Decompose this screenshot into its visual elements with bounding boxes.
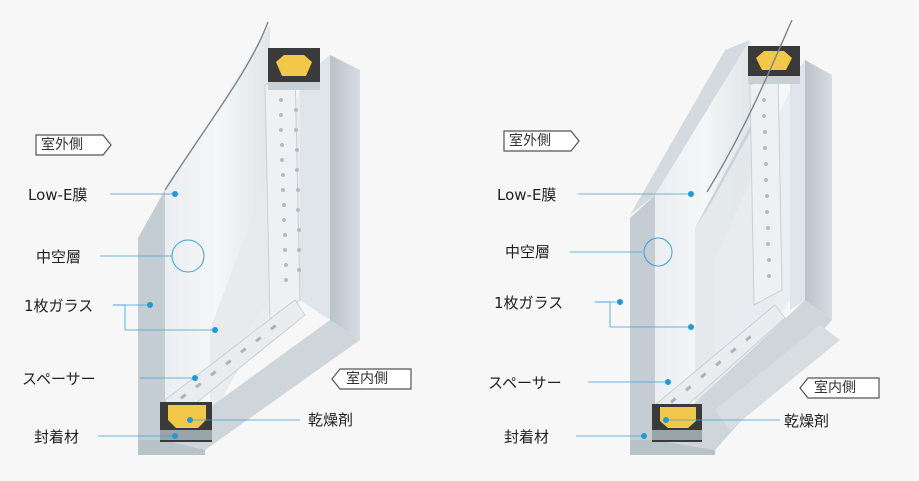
low-e-curve — [706, 19, 793, 193]
outdoor-side-text: 室外側 — [509, 133, 551, 149]
leader-dots-left — [147, 191, 218, 439]
leader-lines-left — [98, 193, 300, 437]
leader-dots-right — [617, 191, 694, 439]
bottom-inner-edge — [715, 325, 840, 430]
label-low-e: Low-E膜 — [497, 186, 557, 204]
top-spacer-band — [268, 82, 320, 90]
outdoor-side-tag: 室外側 — [503, 130, 580, 152]
indoor-side-text: 室内側 — [814, 380, 856, 396]
bottom-front-edge — [138, 440, 205, 455]
bottom-desiccant — [660, 407, 696, 428]
bottom-front-edge — [630, 440, 715, 455]
spacer-holes-bottom — [670, 335, 752, 404]
bottom-glass-edge — [165, 320, 360, 450]
back-glass-pane — [300, 55, 330, 320]
spacer-holes-vertical — [762, 98, 771, 278]
label-sealant: 封着材 — [34, 428, 80, 446]
indoor-side-tag: 室内側 — [798, 377, 880, 399]
air-layer-circle — [643, 237, 673, 267]
indoor-side-text: 室内側 — [346, 371, 388, 387]
back-glass-edge — [805, 60, 832, 320]
label-sealant: 封着材 — [504, 428, 550, 446]
label-low-e: Low-E膜 — [28, 186, 88, 204]
label-air-layer: 中空層 — [36, 248, 82, 266]
outer-glass-edge — [630, 195, 655, 440]
glass-unit-illustration-left — [98, 21, 360, 455]
top-spacer-band — [748, 76, 800, 84]
bottom-seal-strip — [160, 430, 212, 440]
bottom-seal-strip — [652, 430, 702, 440]
spacer-vertical — [749, 71, 783, 306]
back-glass-edge — [330, 55, 360, 340]
glass-unit-illustration-right — [570, 19, 840, 455]
low-e-curve — [164, 21, 269, 191]
outer-glass-edge — [138, 190, 165, 440]
label-air-layer: 中空層 — [505, 243, 551, 261]
label-single-glass: 1枚ガラス — [24, 297, 94, 315]
spacer-vertical — [264, 69, 301, 321]
bottom-desiccant — [168, 405, 206, 428]
outdoor-side-tag: 室外側 — [35, 134, 112, 156]
label-desiccant: 乾燥剤 — [308, 411, 354, 429]
air-layer-circle — [171, 239, 205, 273]
outer-glass-pane — [165, 25, 270, 440]
indoor-side-tag: 室内側 — [330, 368, 412, 390]
label-spacer: スペーサー — [488, 374, 562, 392]
double-glazing-diagram-right: 室外側 室内側 Low-E膜 中空層 1枚ガラス スペーサー 封着材 乾燥剤 — [460, 0, 919, 481]
back-glass-pane — [790, 60, 805, 310]
outer-glass-top-edge — [630, 40, 750, 215]
label-spacer: スペーサー — [22, 370, 96, 388]
double-glazing-diagram-left: 室外側 室内側 Low-E膜 中空層 1枚ガラス スペーサー 封着材 乾燥剤 — [22, 21, 412, 455]
spacer-holes-bottom — [180, 324, 277, 400]
label-single-glass: 1枚ガラス — [494, 294, 564, 312]
top-desiccant — [276, 55, 312, 76]
label-desiccant: 乾燥剤 — [784, 412, 830, 430]
leader-lines-right — [570, 193, 780, 437]
spacer-holes-vertical — [279, 98, 301, 282]
outdoor-side-text: 室外側 — [41, 137, 83, 153]
